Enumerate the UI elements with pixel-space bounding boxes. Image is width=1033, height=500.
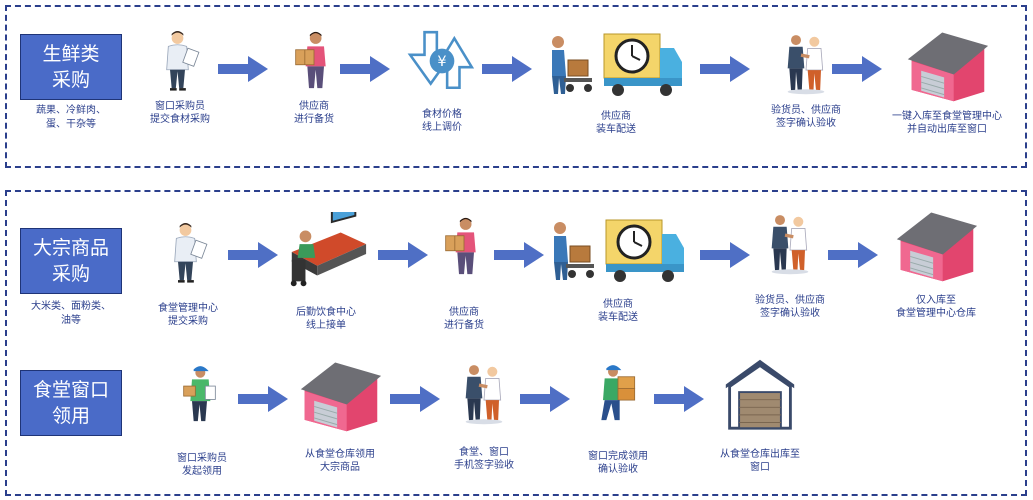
step-caption: 窗口采购员 发起领用	[177, 453, 227, 477]
handshake-icon	[781, 26, 831, 100]
carrying-box-icon	[289, 26, 339, 96]
step-5: 验货员、供应商 签字确认验收	[720, 206, 860, 320]
flow-arrow-icon	[482, 54, 532, 84]
step-caption: 窗口完成领用 确认验收	[588, 451, 648, 475]
step-caption: 从食堂仓库领用 大宗商品	[305, 449, 375, 473]
step-3: 供应商 进行备货	[394, 210, 534, 332]
yuan-price-arrows-icon	[406, 30, 478, 92]
step-2: 从食堂仓库领用 大宗商品	[270, 356, 410, 474]
category-label: 大宗商品 采购	[20, 228, 122, 294]
step-6: 仅入库至 食堂管理中心仓库	[866, 206, 1006, 320]
worker-clipboard-icon	[177, 358, 227, 430]
step-2: 后勤饮食中心 线上接单	[256, 212, 396, 332]
step-3: 食材价格 线上调价	[372, 30, 512, 134]
warehouse-icon	[904, 26, 990, 104]
category-label: 食堂窗口 领用	[20, 370, 122, 436]
delivery-truck-clock-icon	[546, 30, 686, 100]
step-4: 窗口完成领用 确认验收	[548, 356, 688, 476]
category-label: 生鲜类 采购	[20, 34, 122, 100]
clerk-clipboard-icon	[155, 26, 205, 96]
step-caption: 供应商 进行备货	[444, 307, 484, 331]
handshake-icon	[459, 354, 509, 432]
step-caption: 供应商 装车配送	[596, 111, 636, 135]
step-caption: 窗口采购员 提交食材采购	[150, 101, 210, 125]
step-3: 食堂、窗口 手机签字验收	[414, 354, 554, 472]
step-caption: 一键入库至食堂管理中心 并自动出库至窗口	[892, 111, 1002, 135]
section-bulk-and-window	[5, 190, 1027, 496]
step-4: 供应商 装车配送	[546, 30, 686, 136]
section-fresh-procurement	[5, 5, 1027, 168]
office-desk-computer-icon	[282, 212, 370, 292]
step-caption: 食材价格 线上调价	[422, 109, 462, 133]
step-1: 窗口采购员 提交食材采购	[110, 26, 250, 126]
step-caption: 验货员、供应商 签字确认验收	[771, 105, 841, 129]
clerk-clipboard-icon	[163, 218, 213, 288]
step-caption: 供应商 装车配送	[598, 299, 638, 323]
carrying-box-icon	[439, 210, 489, 284]
courier-boxes-icon	[593, 356, 643, 430]
step-5: 验货员、供应商 签字确认验收	[736, 26, 876, 130]
step-caption: 仅入库至 食堂管理中心仓库	[896, 295, 976, 319]
delivery-truck-clock-icon	[548, 216, 688, 286]
step-caption: 从食堂仓库出库至 窗口	[720, 449, 800, 473]
warehouse-icon	[297, 356, 383, 434]
step-2: 供应商 进行备货	[244, 26, 384, 126]
category-subtitle: 蔬果、冷鲜肉、 蛋、干杂等	[36, 105, 106, 130]
step-4: 供应商 装车配送	[548, 216, 688, 324]
warehouse-icon	[893, 206, 979, 284]
step-1: 窗口采购员 发起领用	[132, 358, 272, 478]
flow-arrow-icon	[494, 240, 544, 270]
step-5: 从食堂仓库出库至 窗口	[690, 356, 830, 474]
storage-shed-icon	[722, 356, 798, 432]
step-caption: 后勤饮食中心 线上接单	[296, 307, 356, 331]
step-caption: 验货员、供应商 签字确认验收	[755, 295, 825, 319]
step-1: 食堂管理中心 提交采购	[118, 218, 258, 328]
step-caption: 供应商 进行备货	[294, 101, 334, 125]
step-caption: 食堂管理中心 提交采购	[158, 303, 218, 327]
step-caption: 食堂、窗口 手机签字验收	[454, 447, 514, 471]
category-subtitle: 大米类、面粉类、 油等	[31, 301, 111, 326]
step-6: 一键入库至食堂管理中心 并自动出库至窗口	[872, 26, 1022, 136]
handshake-icon	[765, 206, 815, 280]
